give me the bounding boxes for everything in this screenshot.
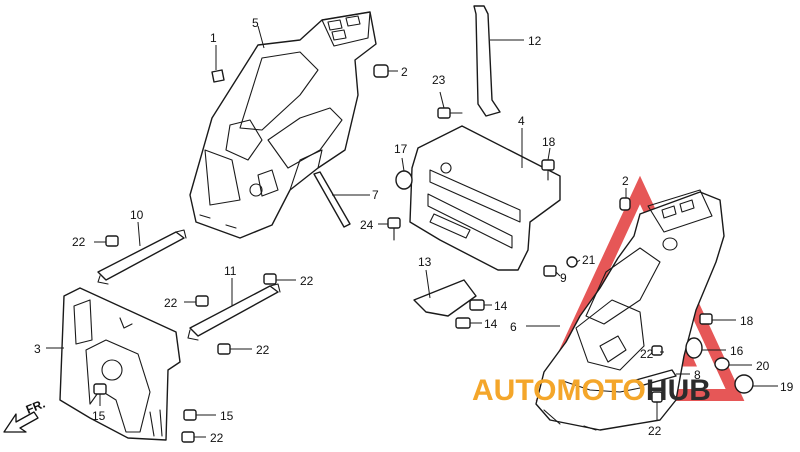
callout-2: 2 bbox=[622, 174, 629, 188]
part-stay-8 bbox=[635, 369, 690, 387]
part-plate-13 bbox=[413, 269, 477, 317]
part-grommet-9 bbox=[543, 265, 561, 277]
callout-22: 22 bbox=[72, 235, 86, 249]
front-direction-label: FR. bbox=[24, 397, 47, 417]
part-washer-20 bbox=[714, 357, 752, 371]
part-bolt-15-b bbox=[183, 409, 216, 421]
part-bolt-22-f bbox=[651, 345, 664, 356]
part-bracket-11 bbox=[187, 278, 281, 341]
part-clip-2-upper bbox=[373, 64, 398, 78]
part-bolt-22-g bbox=[651, 391, 663, 420]
front-direction-indicator: FR. bbox=[3, 397, 47, 433]
watermark-word-moto: MOTO bbox=[556, 374, 645, 407]
part-bolt-22-c bbox=[184, 295, 209, 307]
callout-24: 24 bbox=[360, 218, 374, 232]
part-bolt-18-upper bbox=[541, 147, 555, 181]
part-cap-16 bbox=[685, 337, 726, 359]
callout-21: 21 bbox=[582, 253, 596, 267]
part-panel-3 bbox=[46, 287, 181, 441]
watermark-logo: AUTOMOTOHUB bbox=[472, 374, 711, 407]
callout-22: 22 bbox=[164, 296, 178, 310]
part-bracket-12 bbox=[473, 5, 524, 117]
callout-4: 4 bbox=[518, 114, 525, 128]
callout-7: 7 bbox=[372, 188, 379, 202]
part-bolt-18-lower bbox=[699, 313, 736, 325]
front-arrow-icon bbox=[3, 411, 39, 433]
part-clip-17 bbox=[395, 157, 413, 190]
callout-22: 22 bbox=[256, 343, 270, 357]
watermark-word-hub: HUB bbox=[646, 374, 711, 407]
callout-19: 19 bbox=[780, 380, 794, 394]
callout-22: 22 bbox=[640, 347, 654, 361]
callout-6: 6 bbox=[510, 320, 517, 334]
callout-14: 14 bbox=[484, 317, 498, 331]
callout-15: 15 bbox=[220, 409, 234, 423]
part-bolt-22-e bbox=[181, 431, 206, 443]
part-stay-rod-7 bbox=[313, 171, 370, 228]
part-clip-2-lower bbox=[619, 188, 631, 211]
part-bolt-22-b bbox=[263, 273, 296, 285]
callout-9: 9 bbox=[560, 271, 567, 285]
callout-18: 18 bbox=[542, 135, 556, 149]
callout-15: 15 bbox=[92, 409, 106, 423]
callout-22: 22 bbox=[210, 431, 224, 445]
callout-14: 14 bbox=[494, 299, 508, 313]
callout-22: 22 bbox=[300, 274, 314, 288]
callout-3: 3 bbox=[34, 342, 41, 356]
part-bolt-22-d bbox=[217, 343, 252, 355]
part-right-fender-6 bbox=[526, 189, 725, 431]
callout-13: 13 bbox=[418, 255, 432, 269]
part-knob-19 bbox=[734, 374, 778, 394]
callout-10: 10 bbox=[130, 208, 144, 222]
part-nut-1 bbox=[211, 45, 225, 83]
part-bolt-23 bbox=[437, 91, 463, 119]
part-bolt-24 bbox=[378, 217, 401, 241]
svg-text:AUTOMOTOHUB: AUTOMOTOHUB bbox=[472, 374, 711, 407]
part-clip-14-b bbox=[455, 317, 482, 329]
part-bolt-15-a bbox=[93, 383, 107, 406]
callout-5: 5 bbox=[252, 16, 259, 30]
callout-22: 22 bbox=[648, 424, 662, 438]
callout-16: 16 bbox=[730, 344, 744, 358]
callout-11: 11 bbox=[224, 264, 237, 278]
callout-1: 1 bbox=[210, 31, 217, 45]
part-ring-21 bbox=[566, 256, 581, 268]
callout-2: 2 bbox=[401, 65, 408, 79]
callout-18: 18 bbox=[740, 314, 754, 328]
callout-20: 20 bbox=[756, 359, 770, 373]
part-clip-14-a bbox=[469, 299, 492, 311]
part-panel-4 bbox=[409, 125, 561, 271]
callout-labels: 1 5 2 12 23 4 18 17 7 24 2 10 22 11 22 2… bbox=[34, 16, 794, 445]
part-bracket-10 bbox=[97, 221, 187, 285]
callout-23: 23 bbox=[432, 73, 446, 87]
callout-17: 17 bbox=[394, 142, 408, 156]
watermark-word-auto: AUTO bbox=[472, 374, 556, 407]
callout-12: 12 bbox=[528, 34, 542, 48]
part-bolt-22-a bbox=[94, 235, 119, 247]
callout-8: 8 bbox=[694, 368, 701, 382]
part-left-upper-fender bbox=[189, 11, 377, 239]
